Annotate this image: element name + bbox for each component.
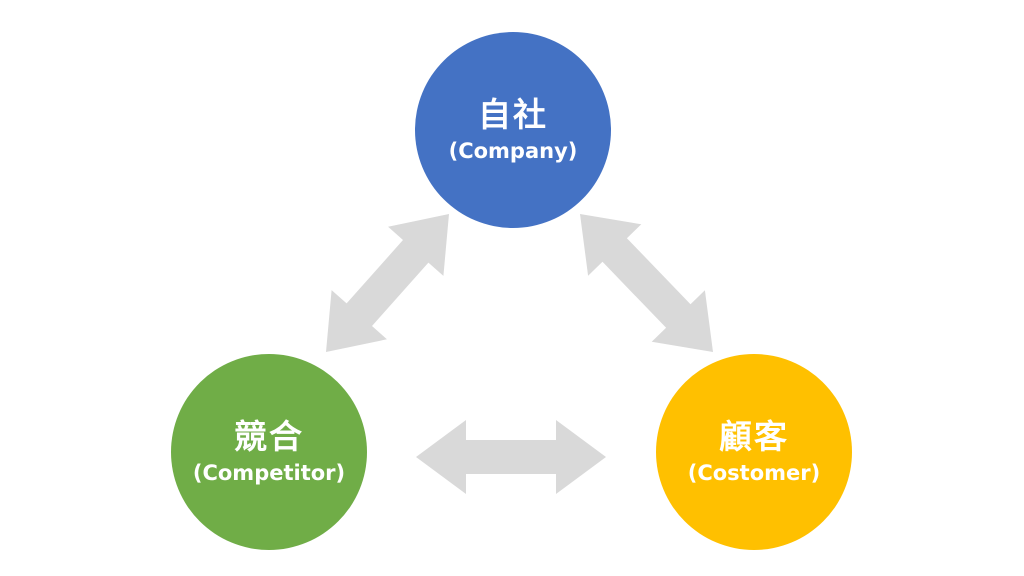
- arrow-competitor-customer: [416, 420, 606, 494]
- node-company-title: 自社: [478, 95, 548, 134]
- node-customer-subtitle: (Costomer): [687, 461, 821, 485]
- node-competitor-title: 競合: [234, 417, 304, 456]
- node-competitor-subtitle: (Competitor): [192, 461, 346, 485]
- node-competitor: 競合 (Competitor): [171, 354, 367, 550]
- arrow-company-customer: [580, 214, 713, 352]
- node-customer-title: 顧客: [719, 417, 789, 456]
- node-company: 自社 (Company): [415, 32, 611, 228]
- node-company-subtitle: (Company): [448, 139, 578, 163]
- node-customer: 顧客 (Costomer): [656, 354, 852, 550]
- arrow-company-competitor: [326, 214, 449, 352]
